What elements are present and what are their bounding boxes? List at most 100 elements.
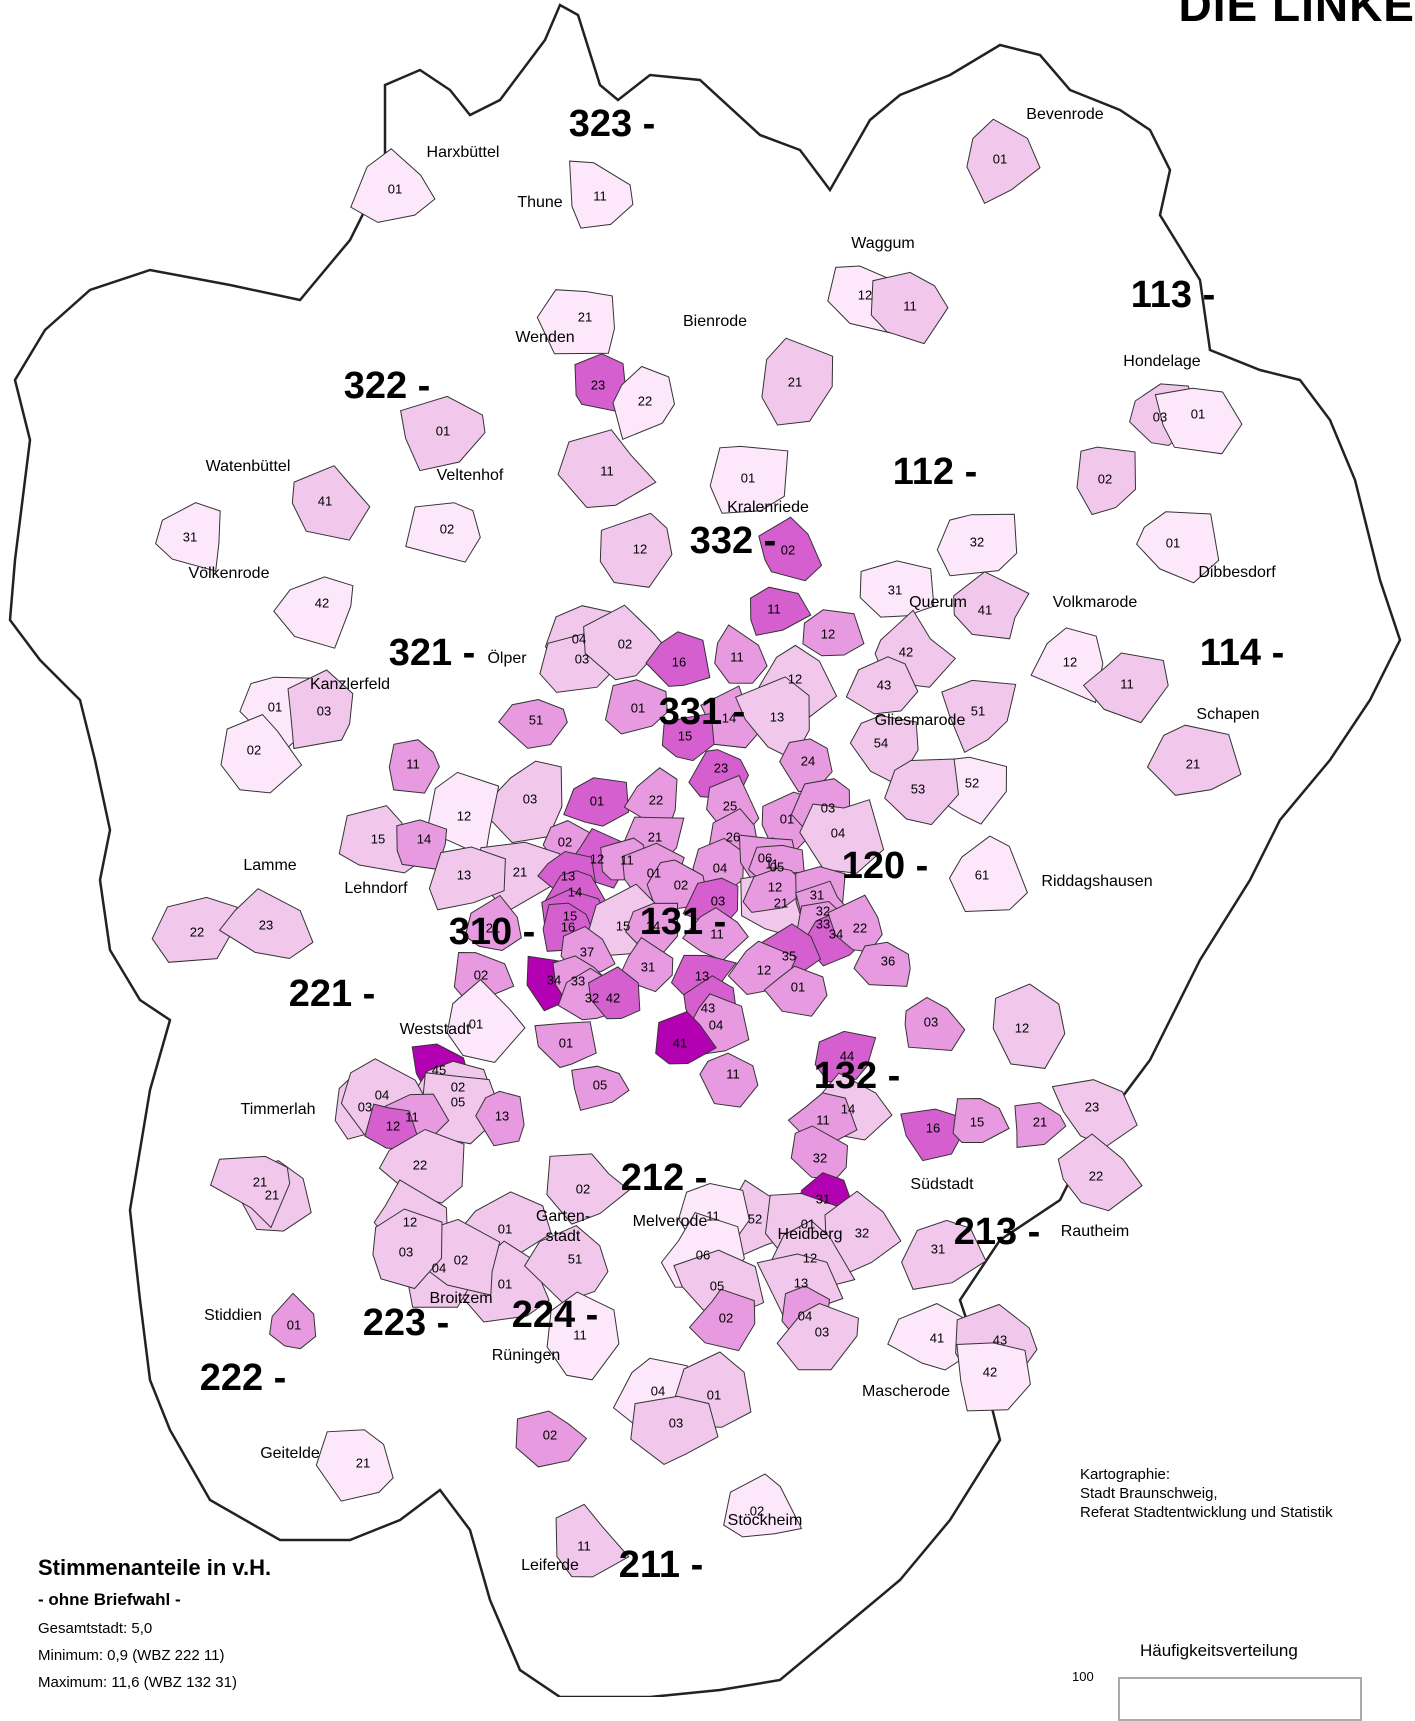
place-name: Gliesmarode: [875, 712, 966, 729]
place-name: Dibbesdorf: [1198, 564, 1276, 581]
precinct-area: [845, 656, 919, 715]
precinct-label: 03: [669, 1415, 683, 1430]
precinct-label: 01: [791, 979, 805, 994]
precinct-label: 02: [719, 1310, 733, 1325]
precinct-label: 21: [1186, 756, 1200, 771]
precinct-02: [583, 604, 665, 681]
precinct-label: 02: [750, 1503, 764, 1518]
precinct-label: 42: [606, 990, 620, 1005]
precinct-label: 01: [647, 865, 661, 880]
precinct-01: [1154, 387, 1243, 455]
precinct-label: 02: [247, 742, 261, 757]
place-name: Hondelage: [1123, 353, 1201, 370]
precinct-label: 22: [413, 1157, 427, 1172]
precinct-16: [900, 1108, 962, 1162]
precinct-area: [709, 445, 789, 514]
place-name: Bevenrode: [1026, 106, 1103, 123]
precinct-11: [1082, 652, 1169, 724]
precinct-label: 02: [618, 636, 632, 651]
precinct-label: 15: [616, 918, 630, 933]
place-name: Lehndorf: [344, 880, 408, 897]
precinct-label: 06: [758, 850, 772, 865]
precinct-label: 31: [183, 529, 197, 544]
precinct-label: 12: [803, 1250, 817, 1265]
precinct-label: 11: [573, 1327, 587, 1342]
precinct-layer: 01 11 01 12 11 21 21 23 22 03 01 01 11 01 02 41 02 31 02 12…: [151, 118, 1243, 1578]
precinct-41: [655, 1011, 717, 1065]
place-name: Mascherode: [862, 1383, 950, 1400]
precinct-label: 01: [707, 1387, 721, 1402]
precinct-label: 05: [770, 859, 784, 874]
place-name: Völkenrode: [189, 565, 270, 582]
precinct-02: [723, 1473, 803, 1538]
district-label: 310 -: [449, 911, 536, 953]
precinct-area: [900, 1108, 962, 1162]
precinct-label: 02: [558, 834, 572, 849]
precinct-11: [714, 624, 768, 684]
precinct-label: 03: [317, 703, 331, 718]
precinct-02: [546, 1153, 630, 1225]
precinct-label: 01: [780, 811, 794, 826]
district-label: 321 -: [389, 632, 476, 674]
precinct-label: 31: [931, 1241, 945, 1256]
precinct-area: [688, 1288, 756, 1352]
precinct-label: 12: [821, 626, 835, 641]
precinct-label: 01: [801, 1216, 815, 1231]
precinct-area: [992, 983, 1066, 1069]
precinct-label: 11: [406, 756, 420, 771]
precinct-label: 01: [1191, 406, 1205, 421]
precinct-04: [799, 799, 885, 874]
precinct-area: [574, 353, 627, 413]
precinct-label: 02: [543, 1427, 557, 1442]
precinct-area: [446, 978, 526, 1064]
precinct-21: [1014, 1102, 1067, 1148]
precinct-label: 15: [970, 1114, 984, 1129]
precinct-area: [428, 846, 506, 911]
precinct-11: [557, 429, 657, 509]
precinct-area: [269, 1292, 317, 1350]
place-name: Stöckheim: [728, 1512, 803, 1529]
precinct-label: 32: [813, 1150, 827, 1165]
precinct-label: 11: [1120, 676, 1134, 691]
precinct-label: 33: [571, 973, 585, 988]
precinct-label: 04: [713, 860, 727, 875]
legend-subtitle: - ohne Briefwahl -: [38, 1590, 181, 1609]
district-label: 224 -: [512, 1294, 599, 1336]
place-name: Weststadt: [400, 1021, 471, 1038]
precinct-label: 13: [495, 1108, 509, 1123]
precinct-area: [291, 465, 371, 541]
precinct-label: 41: [930, 1330, 944, 1345]
precinct-area: [948, 835, 1028, 913]
district-label: 223 -: [363, 1302, 450, 1344]
place-name: Wenden: [515, 329, 574, 346]
precinct-area: [953, 571, 1030, 640]
precinct-label: 21: [1033, 1114, 1047, 1129]
place-name: Querum: [909, 594, 967, 611]
precinct-label: 04: [572, 631, 586, 646]
precinct-label: 42: [899, 644, 913, 659]
precinct-label: 13: [794, 1275, 808, 1290]
precinct-13: [428, 846, 506, 911]
district-label: 331 -: [659, 691, 746, 733]
precinct-area: [220, 714, 303, 794]
precinct-label: 11: [405, 1109, 419, 1124]
precinct-label: 13: [770, 709, 784, 724]
precinct-42: [956, 1342, 1031, 1412]
precinct-label: 41: [673, 1035, 687, 1050]
precinct-label: 36: [881, 953, 895, 968]
place-name: Schapen: [1196, 706, 1259, 723]
precinct-area: [546, 1153, 630, 1225]
precinct-label: 02: [1098, 471, 1112, 486]
precinct-label: 23: [591, 377, 605, 392]
precinct-label: 06: [696, 1247, 710, 1262]
precinct-label: 25: [723, 798, 737, 813]
precinct-13: [475, 1090, 525, 1147]
precinct-label: 12: [788, 671, 802, 686]
precinct-area: [936, 513, 1018, 577]
district-label-layer: 323 -113 -322 -112 -332 -321 -114 -331 -…: [200, 103, 1285, 1586]
precinct-label: 02: [474, 967, 488, 982]
precinct-label: 03: [815, 1324, 829, 1339]
precinct-label: 11: [726, 1066, 740, 1081]
place-name: Thune: [517, 194, 562, 211]
